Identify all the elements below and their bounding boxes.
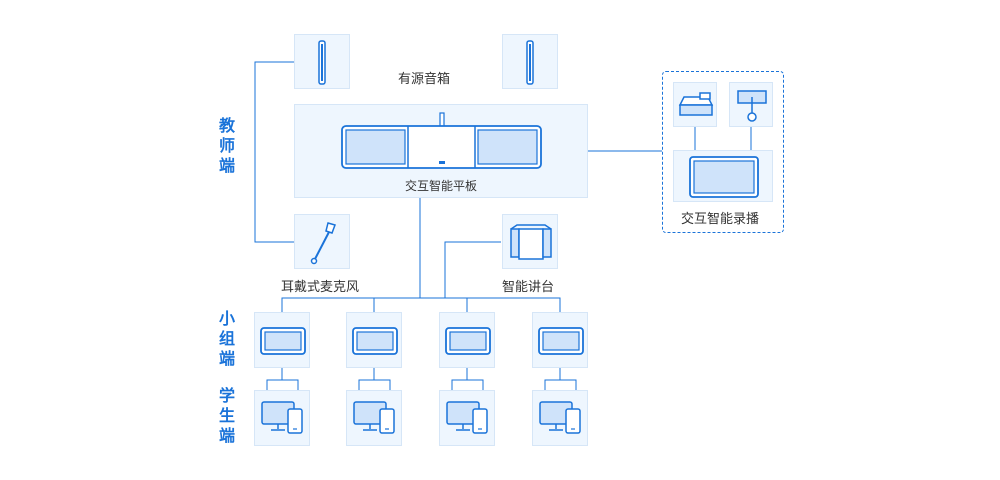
group-panel-icon [538, 327, 584, 355]
panel-tile: 交互智能平板 [294, 104, 588, 198]
speaker-icon [318, 40, 326, 85]
speaker-left-tile [294, 34, 350, 89]
section-label-teacher: 教师端 [218, 118, 235, 175]
group-panel-icon [352, 327, 398, 355]
microphone-label: 耳戴式麦克风 [281, 279, 360, 294]
group-panel-icon [445, 327, 491, 355]
camera-tile [673, 82, 717, 127]
computer-tablet-icon [353, 401, 395, 434]
speaker-right-tile [502, 34, 558, 89]
group-bus [281, 297, 561, 312]
panel-label: 交互智能平板 [405, 179, 478, 193]
headset-microphone-icon [310, 222, 336, 265]
recorder-screen-tile [673, 150, 773, 202]
interactive-panel-icon [341, 112, 542, 169]
computer-tablet-icon [261, 401, 303, 434]
student-device-tile [254, 390, 310, 446]
podium-tile [502, 214, 558, 269]
recorder-group: 交互智能录播 [662, 71, 784, 233]
ceiling-mic-tile [729, 82, 773, 127]
speakers-label: 有源音箱 [398, 71, 451, 86]
podium-icon [510, 224, 552, 260]
recorder-screen-icon [689, 156, 759, 198]
group-panel-tile [254, 312, 310, 368]
group-panel-tile [346, 312, 402, 368]
group-panel-icon [260, 327, 306, 355]
group-panel-tile [532, 312, 588, 368]
podium-label: 智能讲台 [502, 279, 555, 294]
computer-tablet-icon [539, 401, 581, 434]
section-label-student: 学生端 [218, 388, 235, 445]
recorder-label: 交互智能录播 [681, 211, 760, 226]
group-panel-tile [439, 312, 495, 368]
camera-icon [678, 92, 714, 116]
computer-tablet-icon [446, 401, 488, 434]
microphone-tile [294, 214, 350, 269]
podium-bus-line [444, 241, 501, 298]
student-device-tile [532, 390, 588, 446]
section-label-group: 小组端 [218, 311, 235, 368]
speaker-mic-line [254, 61, 295, 243]
student-device-tile [439, 390, 495, 446]
speaker-icon [526, 40, 534, 85]
ceiling-camera-icon [737, 90, 767, 122]
student-device-tile [346, 390, 402, 446]
